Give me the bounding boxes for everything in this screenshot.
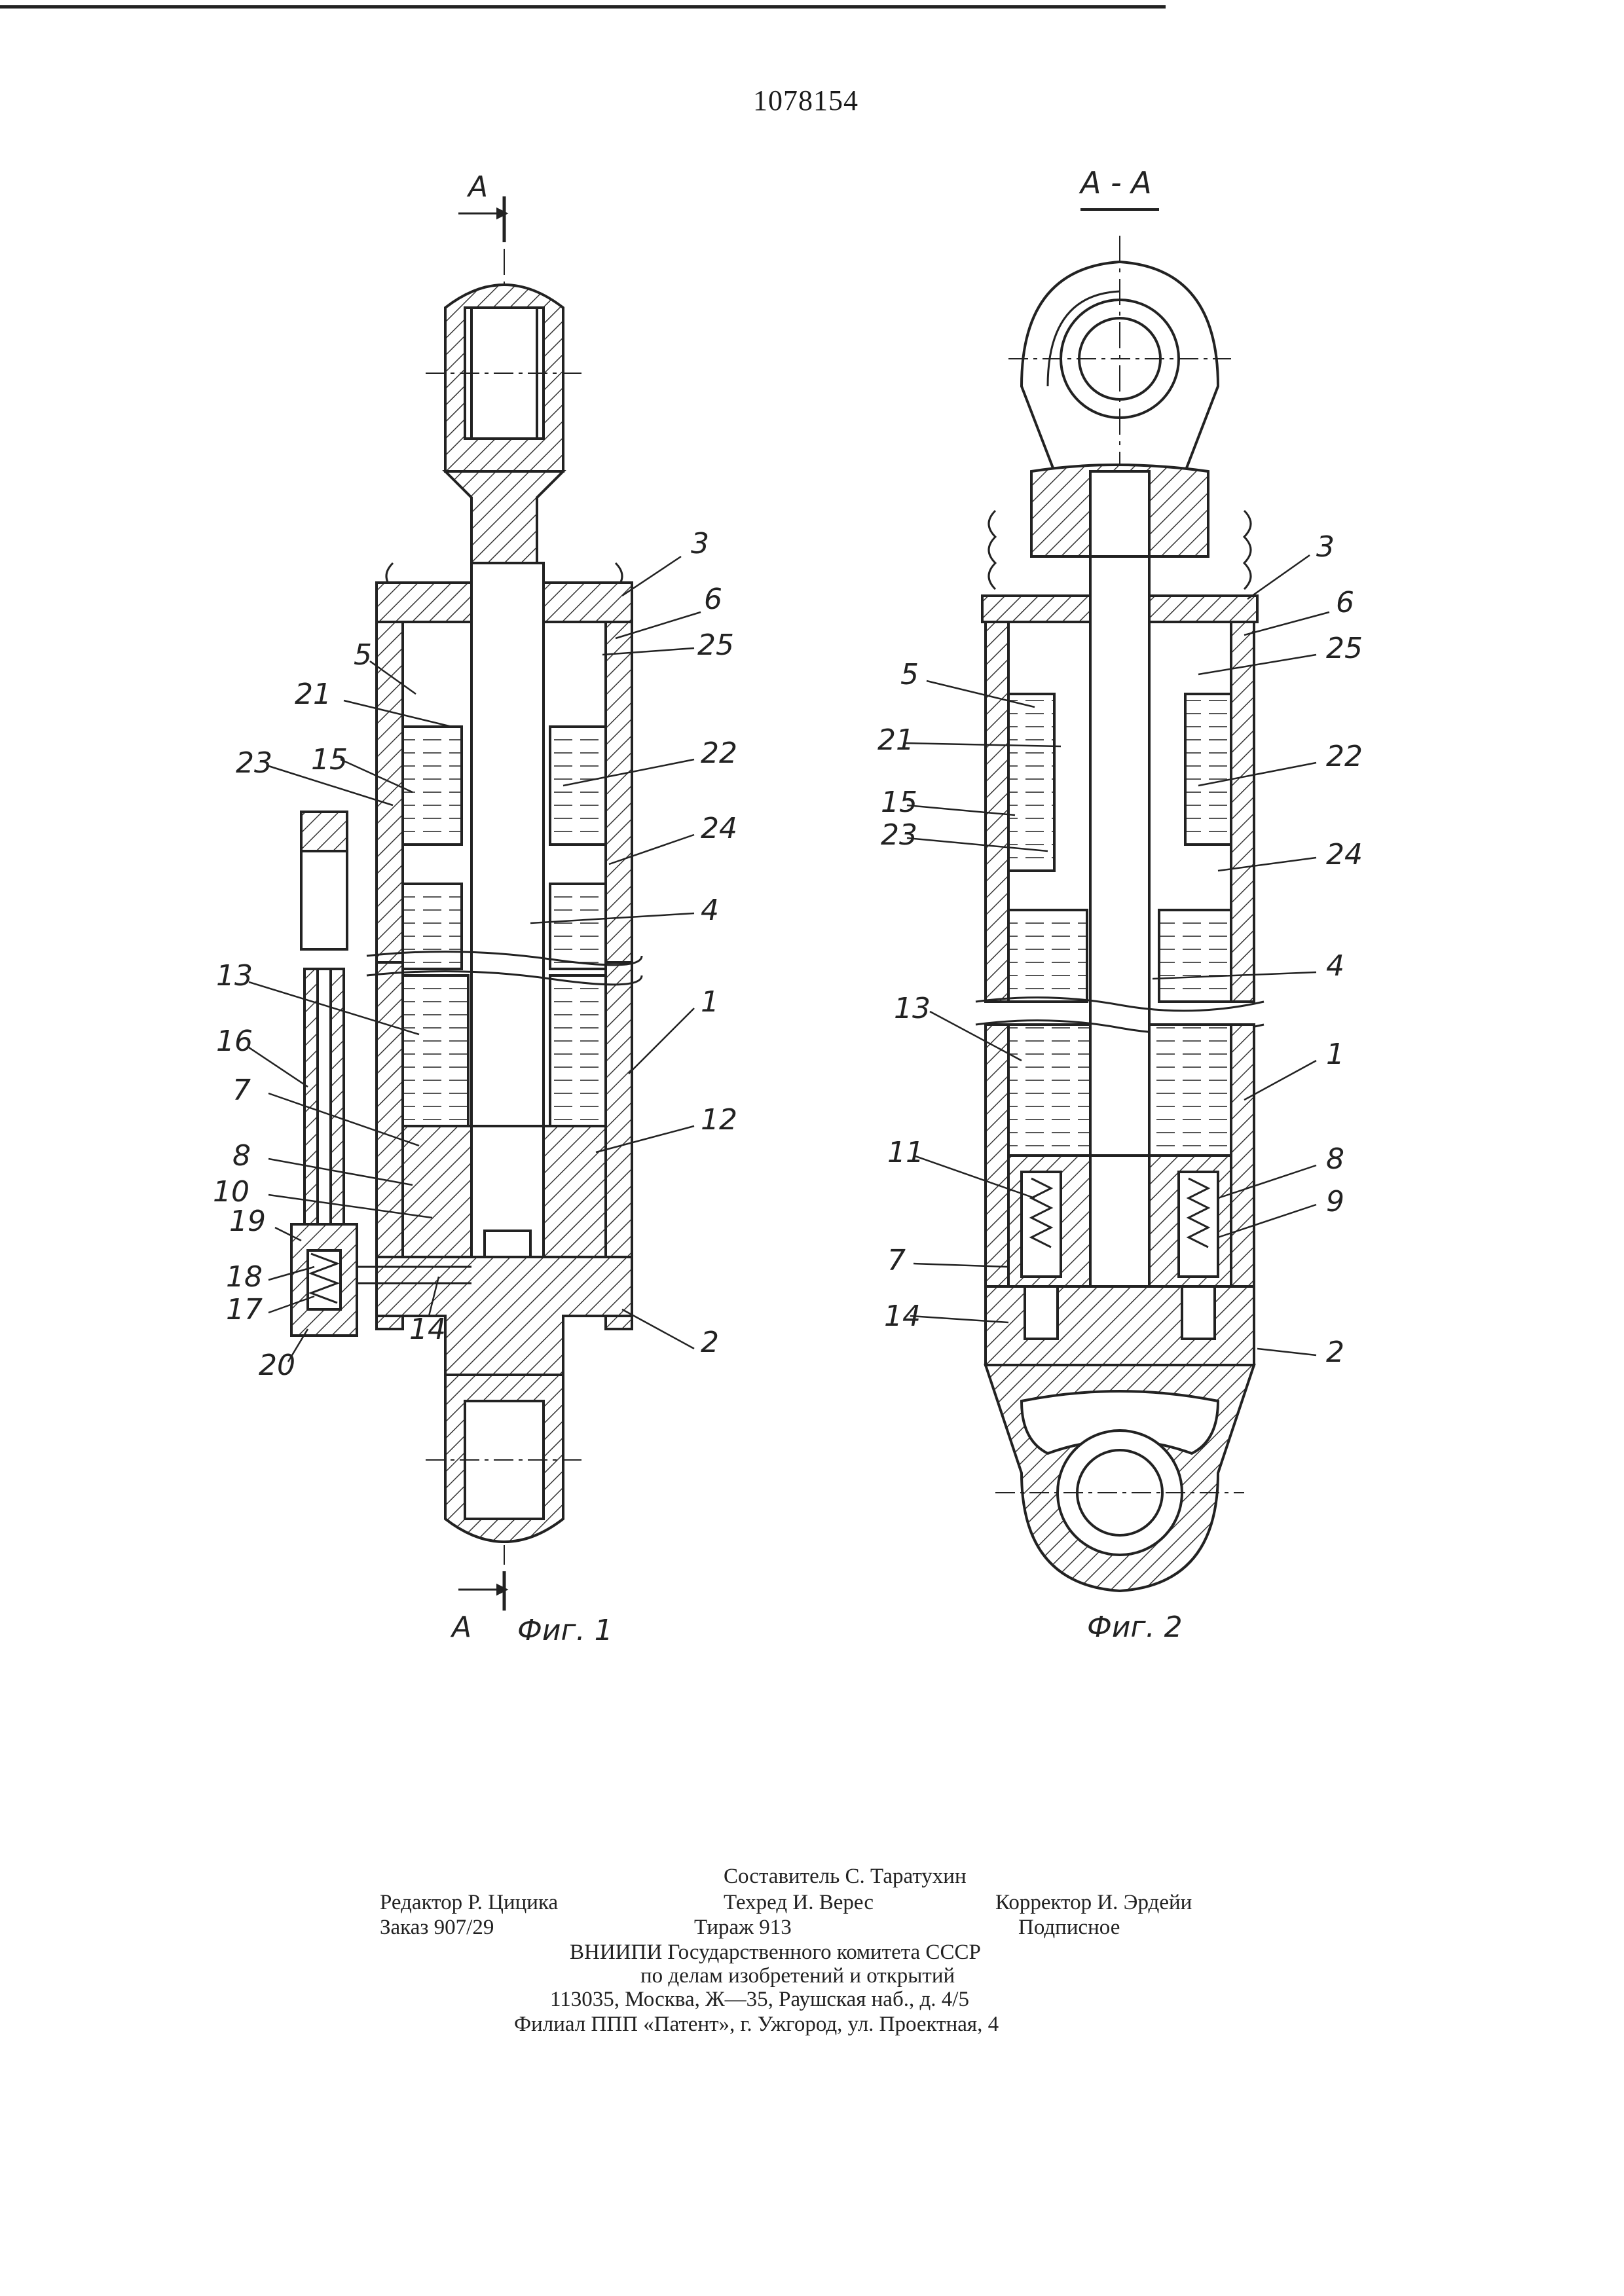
- fig1-label-10: 10: [213, 1175, 249, 1209]
- fig1-label-5: 5: [354, 638, 372, 672]
- fig2-caption: Фиг. 2: [1087, 1611, 1183, 1644]
- fig1-label-22: 22: [701, 737, 737, 770]
- fig1-label-4: 4: [701, 894, 719, 927]
- footer-order: Заказ 907/29: [380, 1916, 494, 1939]
- fig1-label-20: 20: [259, 1349, 295, 1382]
- fig2-label-22: 22: [1326, 740, 1363, 773]
- fig1-label-19: 19: [229, 1205, 266, 1238]
- fig2-label-11: 11: [887, 1136, 924, 1169]
- fig2-label-14: 14: [884, 1300, 921, 1333]
- top-rule: [0, 5, 1166, 9]
- fig2-label-13: 13: [894, 992, 931, 1025]
- figure-2-leaders: [903, 554, 1330, 1357]
- fig1-label-21: 21: [295, 678, 331, 711]
- fig1-label-8: 8: [232, 1139, 251, 1173]
- fig1-label-7: 7: [232, 1074, 251, 1107]
- footer-org2: по делам изобретений и открытий: [640, 1964, 955, 1988]
- fig1-label-1: 1: [701, 985, 719, 1019]
- fig2-label-2: 2: [1326, 1336, 1344, 1369]
- footer-compiler: Составитель С. Таратухин: [724, 1865, 967, 1888]
- fig1-label-15: 15: [311, 743, 348, 776]
- footer-print-run: Тираж 913: [694, 1916, 792, 1939]
- fig1-label-16: 16: [216, 1025, 253, 1058]
- fig2-label-9: 9: [1326, 1185, 1344, 1218]
- figure-1-leaders: [248, 555, 701, 1362]
- fig1-label-12: 12: [701, 1103, 737, 1137]
- fig1-section-mark-top: A: [466, 170, 488, 204]
- fig2-label-5: 5: [900, 658, 919, 691]
- fig1-label-18: 18: [226, 1260, 263, 1294]
- fig2-label-1: 1: [1326, 1038, 1344, 1071]
- fig2-label-25: 25: [1326, 632, 1363, 665]
- fig1-label-14: 14: [409, 1313, 446, 1346]
- fig1-label-13: 13: [216, 959, 253, 993]
- footer-subscription: Подписное: [1018, 1916, 1120, 1939]
- fig2-label-7: 7: [887, 1244, 906, 1277]
- fig2-label-3: 3: [1316, 530, 1335, 564]
- fig1-label-3: 3: [691, 527, 709, 560]
- fig1-label-25: 25: [697, 629, 734, 662]
- fig2-section-title: А - А: [1079, 165, 1152, 200]
- figure-2-drawing: [975, 208, 1264, 1593]
- footer-address: 113035, Москва, Ж—35, Раушская наб., д. …: [550, 1988, 969, 2011]
- fig1-caption: Фиг. 1: [517, 1614, 613, 1647]
- fig2-label-6: 6: [1336, 586, 1354, 619]
- fig2-label-8: 8: [1326, 1142, 1344, 1176]
- footer-org1: ВНИИПИ Государственного комитета СССР: [570, 1941, 981, 1964]
- fig1-label-24: 24: [701, 812, 737, 845]
- footer-corrector: Корректор И. Эрдейи: [995, 1891, 1192, 1914]
- fig1-section-mark-bottom: A: [450, 1611, 471, 1644]
- figure-1-drawing: [290, 196, 643, 1611]
- footer-branch: Филиал ППП «Патент», г. Ужгород, ул. Про…: [514, 2013, 999, 2036]
- fig1-label-6: 6: [704, 583, 722, 616]
- footer-editor: Редактор Р. Цицика: [380, 1891, 559, 1914]
- fig2-label-4: 4: [1326, 949, 1344, 983]
- fig1-label-17: 17: [226, 1293, 263, 1326]
- patent-number: 1078154: [753, 84, 858, 117]
- fig1-label-2: 2: [701, 1326, 719, 1359]
- footer-techred: Техред И. Верес: [724, 1891, 874, 1914]
- fig2-label-23: 23: [881, 818, 917, 852]
- fig2-label-15: 15: [881, 786, 917, 819]
- fig2-label-21: 21: [877, 723, 914, 757]
- fig1-label-23: 23: [236, 746, 272, 780]
- fig2-label-24: 24: [1326, 838, 1363, 871]
